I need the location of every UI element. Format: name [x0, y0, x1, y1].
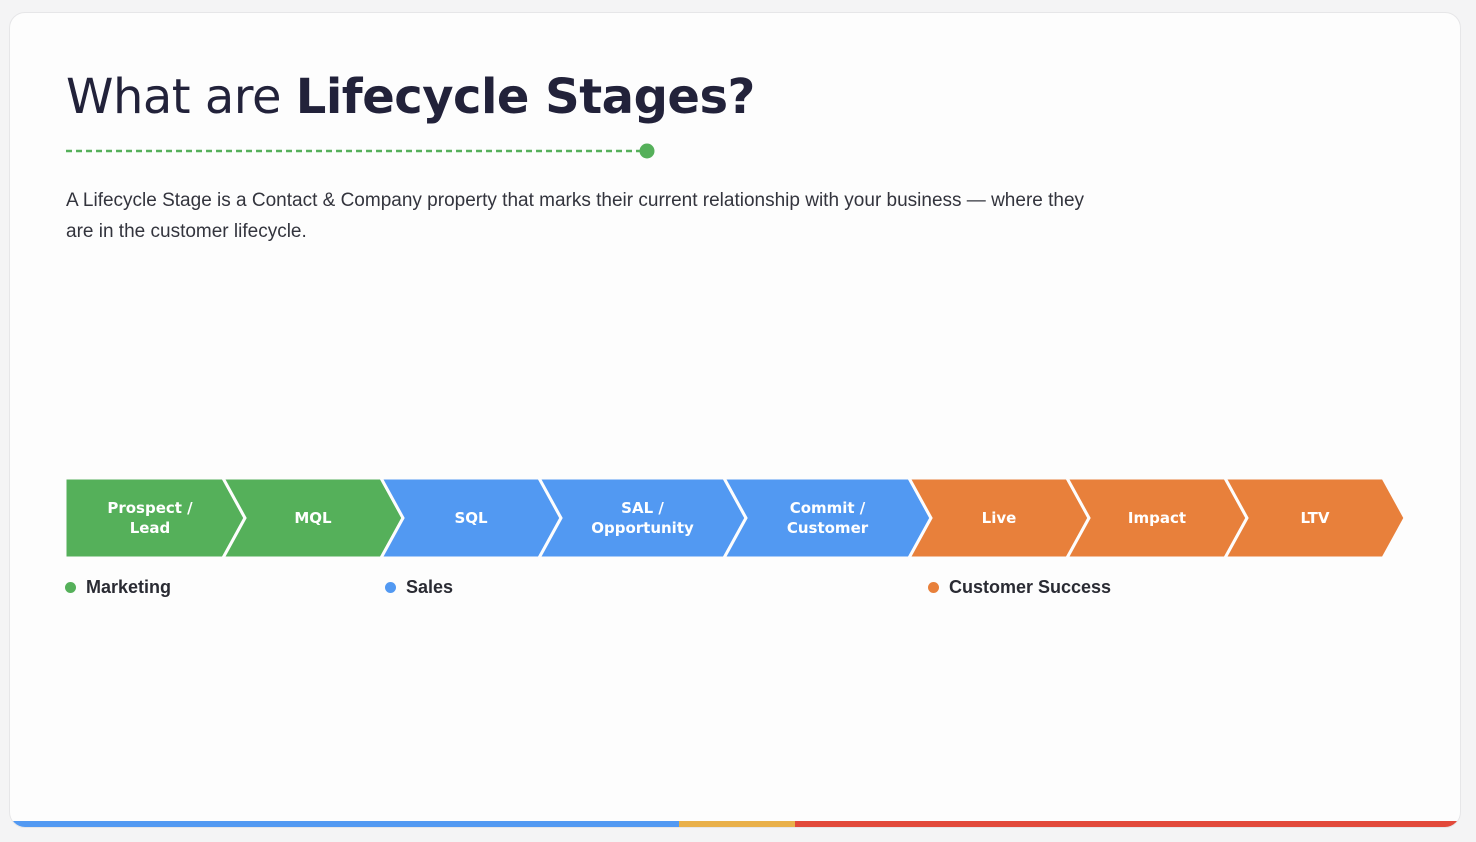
- stage-label: SQL: [454, 509, 488, 527]
- stage-ltv: LTV: [1222, 476, 1407, 560]
- stage-label: Prospect /: [107, 499, 193, 517]
- stage-live: Live: [906, 476, 1091, 560]
- lifecycle-pipeline: Prospect / Lead MQL SQL SAL / Opportunity Comm…: [63, 476, 1407, 560]
- bottom-bar-red: [795, 821, 1460, 827]
- stage-prospect-lead: Prospect / Lead: [63, 476, 247, 560]
- stage-label: MQL: [294, 509, 332, 527]
- legend-customer-success-label: Customer Success: [949, 576, 1112, 597]
- legend-customer-success-dot: [928, 581, 939, 593]
- stage-commit-customer: Commit / Customer: [721, 476, 933, 560]
- stage-sql: SQL: [378, 476, 563, 560]
- stage-label: Live: [982, 509, 1017, 527]
- legend-sales-label: Sales: [406, 576, 454, 597]
- stage-label: Impact: [1128, 509, 1186, 527]
- stage-label: SAL /: [621, 499, 664, 517]
- legend-marketing-dot: [65, 581, 76, 593]
- divider-end-dot: [639, 143, 655, 159]
- stage-label: Lead: [130, 519, 171, 537]
- stage-impact: Impact: [1064, 476, 1249, 560]
- title-emphasis: Lifecycle Stages?: [295, 69, 756, 125]
- title-prefix: What are: [66, 69, 296, 125]
- stage-sal-opportunity: SAL / Opportunity: [536, 476, 748, 560]
- legend-sales: Sales: [385, 576, 453, 598]
- description-text: A Lifecycle Stage is a Contact & Company…: [66, 190, 1085, 242]
- slide-card: What are Lifecycle Stages? A Lifecycle S…: [9, 12, 1461, 828]
- page-title: What are Lifecycle Stages?: [66, 65, 755, 129]
- stage-label: Commit /: [790, 499, 866, 517]
- bottom-bar-blue: [10, 821, 679, 827]
- legend-marketing: Marketing: [65, 576, 171, 598]
- stage-chevron: [1222, 476, 1407, 560]
- stage-chevron: [63, 476, 247, 560]
- bottom-bar-yellow: [679, 821, 795, 827]
- legend-customer-success: Customer Success: [928, 576, 1111, 598]
- stage-chevron: [721, 476, 933, 560]
- title-divider: [66, 143, 655, 159]
- stage-chevron: [536, 476, 748, 560]
- bottom-accent-bar: [10, 821, 1460, 827]
- legend-sales-dot: [385, 581, 396, 593]
- legend-marketing-label: Marketing: [86, 576, 172, 597]
- stage-label: LTV: [1301, 509, 1330, 527]
- stage-label: Opportunity: [591, 519, 694, 537]
- stage-label: Customer: [787, 519, 869, 537]
- stage-mql: MQL: [220, 476, 405, 560]
